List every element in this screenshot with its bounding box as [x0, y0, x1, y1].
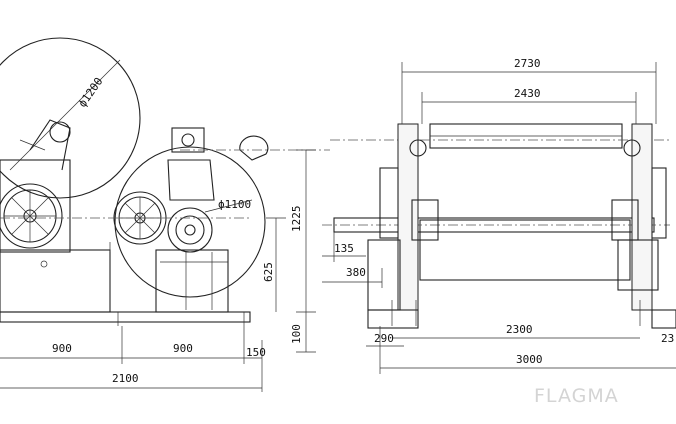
dim-width-2300: 2300	[506, 323, 533, 336]
front-view	[0, 37, 330, 326]
dim-width-2100: 2100	[112, 372, 139, 385]
watermark: FLAGMA	[534, 385, 619, 407]
dim-height-625: 625	[262, 262, 275, 282]
dim-height-1225: 1225	[290, 206, 303, 233]
left-spoked-wheel	[0, 183, 63, 249]
dim-width-2730: 2730	[514, 57, 541, 70]
drum-circle	[114, 146, 266, 298]
dim-width-3000: 3000	[516, 353, 543, 366]
dim-width-135: 135	[334, 242, 354, 255]
dim-width-290: 290	[374, 332, 394, 345]
dim-width-2430: 2430	[514, 87, 541, 100]
dim-width-150: 150	[246, 346, 266, 359]
side-dimensions: 2730 2430 135 380 2300 290 23 3000	[322, 57, 676, 374]
dim-wheel-dia: ϕ1200	[76, 75, 106, 110]
dim-width-900-b: 900	[173, 342, 193, 355]
large-reel-circle	[0, 37, 141, 199]
dim-height-100: 100	[290, 324, 303, 344]
dim-width-23: 23	[661, 332, 674, 345]
gear	[167, 207, 213, 253]
dim-width-380: 380	[346, 266, 366, 279]
dim-width-900-a: 900	[52, 342, 72, 355]
side-view	[322, 123, 676, 329]
